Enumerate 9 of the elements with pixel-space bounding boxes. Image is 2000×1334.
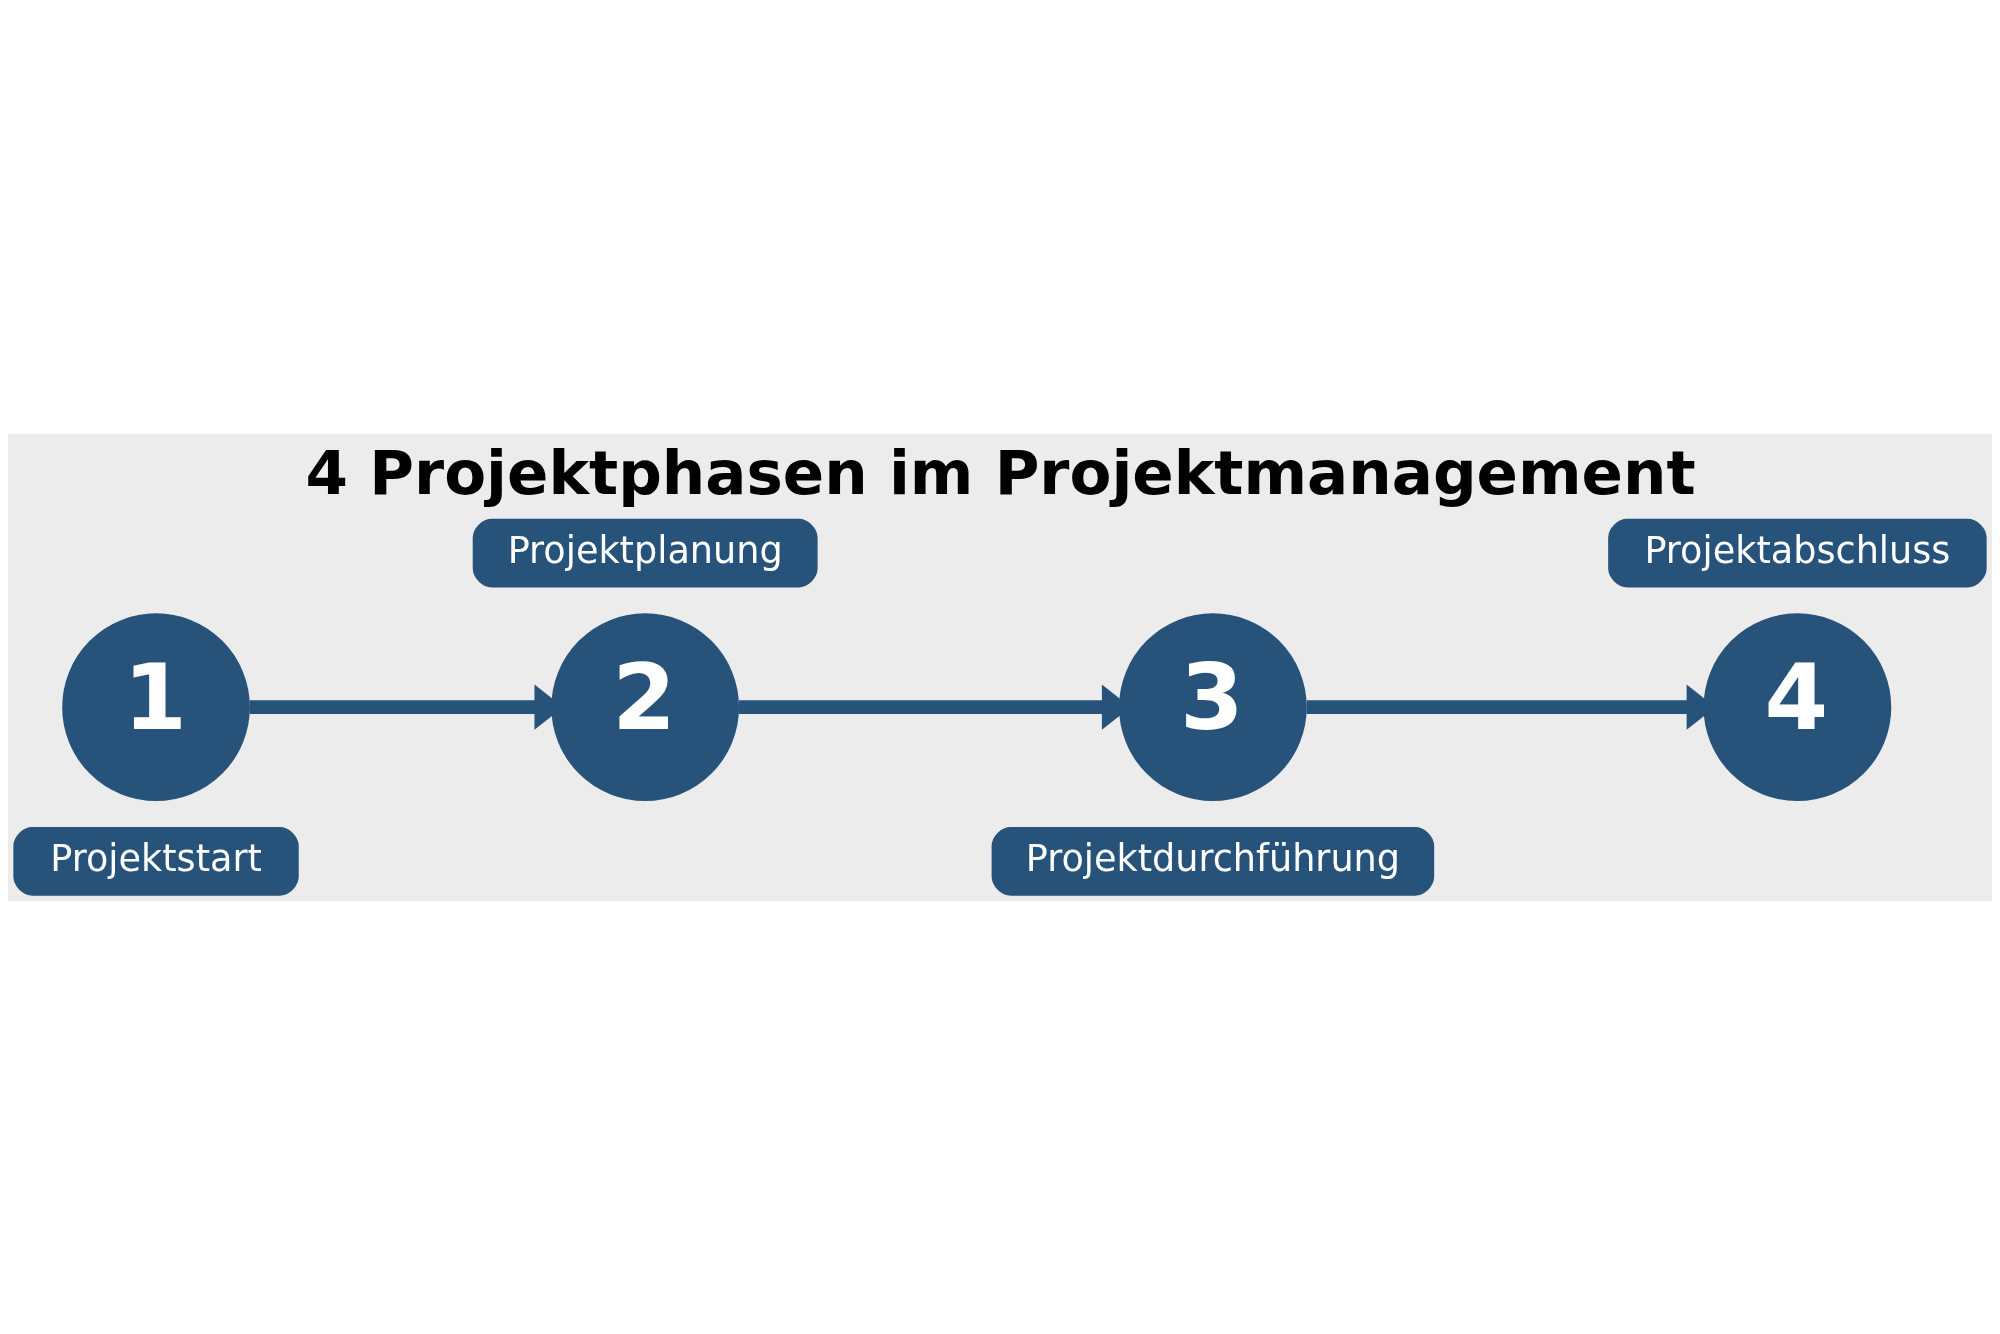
node-circle: 1 bbox=[62, 612, 250, 801]
node-box: Projektstart bbox=[13, 826, 299, 896]
node-circle: 4 bbox=[1703, 612, 1892, 801]
node-circle: 2 bbox=[551, 612, 740, 801]
node-circle: 3 bbox=[1119, 612, 1307, 801]
node-box: Projektdurchführung bbox=[991, 826, 1435, 896]
node-box: Projektabschluss bbox=[1608, 518, 1987, 587]
diagram-title: 4 Projektphasen im Projektmanagement bbox=[305, 436, 1696, 508]
node-box: Projektplanung bbox=[472, 518, 818, 587]
